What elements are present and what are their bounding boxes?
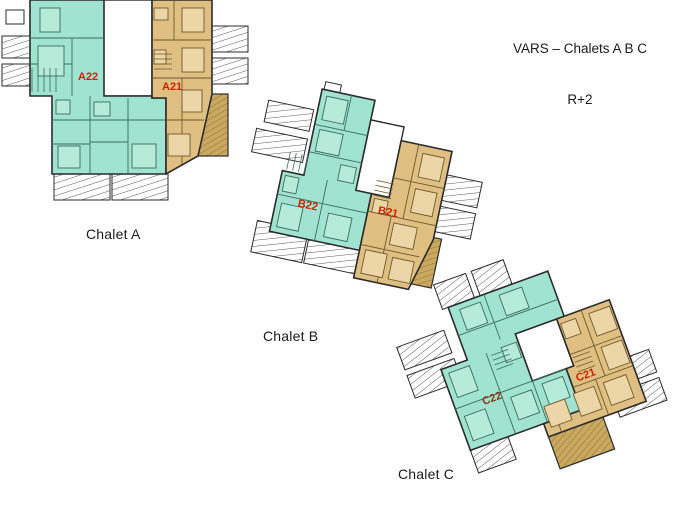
unit-label-a21: A21 <box>162 81 182 93</box>
stair-run-a22 <box>31 68 57 92</box>
page-title: VARS – Chalets A B C R+2 <box>470 6 690 125</box>
unit-a21-partitions <box>152 0 212 164</box>
chalet-b-drawing: B22 <box>250 81 483 292</box>
unit-b22-furniture <box>276 95 358 243</box>
unit-a22-furniture <box>37 7 157 169</box>
caption-chalet-c: Chalet C <box>398 466 455 482</box>
stair-run-c22 <box>491 349 514 371</box>
unit-a21-furniture <box>153 7 205 157</box>
unit-c22-furniture <box>448 286 571 442</box>
stair-run-b22 <box>286 151 309 174</box>
stair-run-b21 <box>373 179 395 200</box>
unit-label-b21: B21 <box>377 205 399 221</box>
page-title-line-2: R+2 <box>567 92 593 107</box>
unit-b22-partitions <box>277 95 368 241</box>
unit-a22[interactable]: A22 <box>29 0 167 175</box>
unit-b21[interactable]: B21 <box>352 137 453 292</box>
stair-core-a <box>99 0 153 97</box>
unit-b21-furniture <box>360 152 446 285</box>
unit-c21[interactable]: C21 <box>512 298 648 438</box>
caption-chalet-b: Chalet B <box>263 328 319 344</box>
unit-c21-partitions <box>556 309 634 433</box>
unit-c22-partitions <box>455 294 567 435</box>
caption-chalet-a: Chalet A <box>86 226 141 242</box>
page-title-line-1: VARS – Chalets A B C <box>512 41 648 56</box>
unit-label-a22: A22 <box>78 71 98 83</box>
unit-b22[interactable]: B22 <box>268 85 390 252</box>
floor-plan-chalet-c[interactable]: C22 <box>396 258 668 478</box>
stair-run-a21 <box>154 53 172 70</box>
floor-plan-chalet-a[interactable]: A22 <box>0 0 262 220</box>
unit-c21-furniture <box>543 305 635 428</box>
chalet-a-drawing: A22 <box>1 0 249 201</box>
unit-a22-partitions <box>30 37 166 174</box>
chalet-c-drawing: C22 <box>396 259 668 474</box>
unit-label-b22: B22 <box>297 198 319 214</box>
floor-plan-chalet-b[interactable]: B22 <box>238 81 488 310</box>
stair-run-c21 <box>572 351 596 373</box>
unit-a21[interactable]: A21 <box>151 0 213 176</box>
